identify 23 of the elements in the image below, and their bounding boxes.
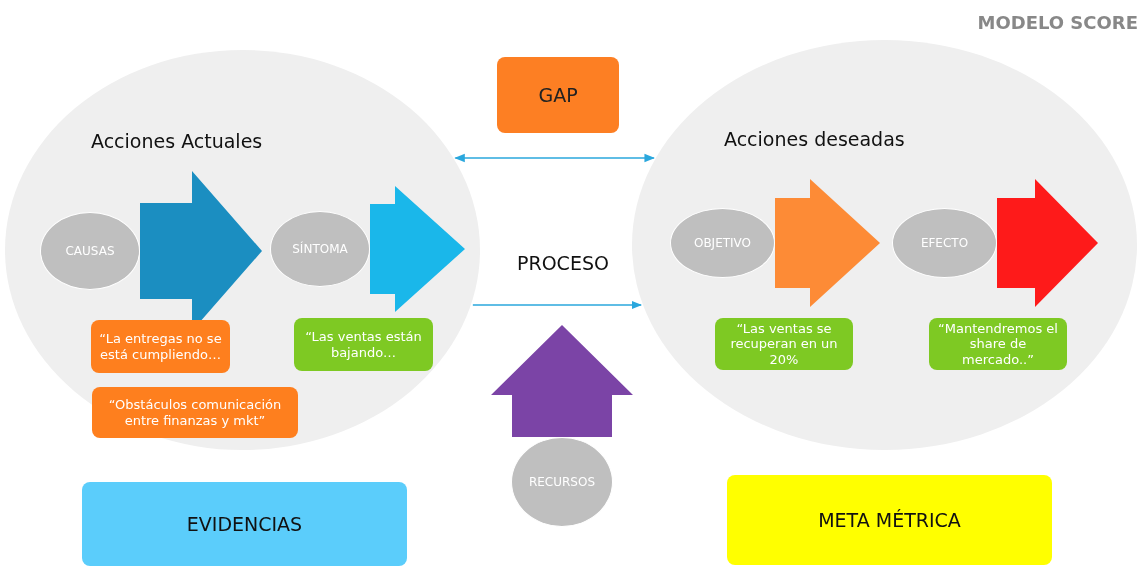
- quote-box: “Las ventas están bajando…: [294, 318, 433, 371]
- region-heading: Acciones deseadas: [724, 128, 905, 150]
- block-arrow: [997, 179, 1098, 307]
- quote-box: “La entregas no se está cumpliendo…: [91, 320, 230, 373]
- label-ellipse: EFECTO: [892, 208, 997, 278]
- label-ellipse: SÍNTOMA: [270, 211, 370, 287]
- stage-label: PROCESO: [517, 252, 609, 274]
- metric-box: META MÉTRICA: [727, 475, 1052, 565]
- arrow: [472, 300, 643, 310]
- evidence-box: EVIDENCIAS: [82, 482, 407, 566]
- block-arrow: [775, 179, 880, 307]
- label-ellipse: OBJETIVO: [670, 208, 775, 278]
- region-heading: Acciones Actuales: [91, 130, 263, 152]
- quote-box: “Obstáculos comunicación entre finanzas y mkt”: [92, 387, 298, 438]
- label-ellipse: CAUSAS: [40, 212, 140, 290]
- quote-box: “Las ventas se recuperan en un 20%: [715, 318, 853, 370]
- label-ellipse: RECURSOS: [511, 437, 613, 527]
- block-arrow: [491, 325, 633, 437]
- quote-box: “Mantendremos el share de mercado..”: [929, 318, 1067, 370]
- title: MODELO SCORE: [977, 12, 1138, 33]
- gap-box: GAP: [497, 57, 619, 133]
- double-arrow: [454, 153, 655, 163]
- block-arrow: [370, 186, 465, 312]
